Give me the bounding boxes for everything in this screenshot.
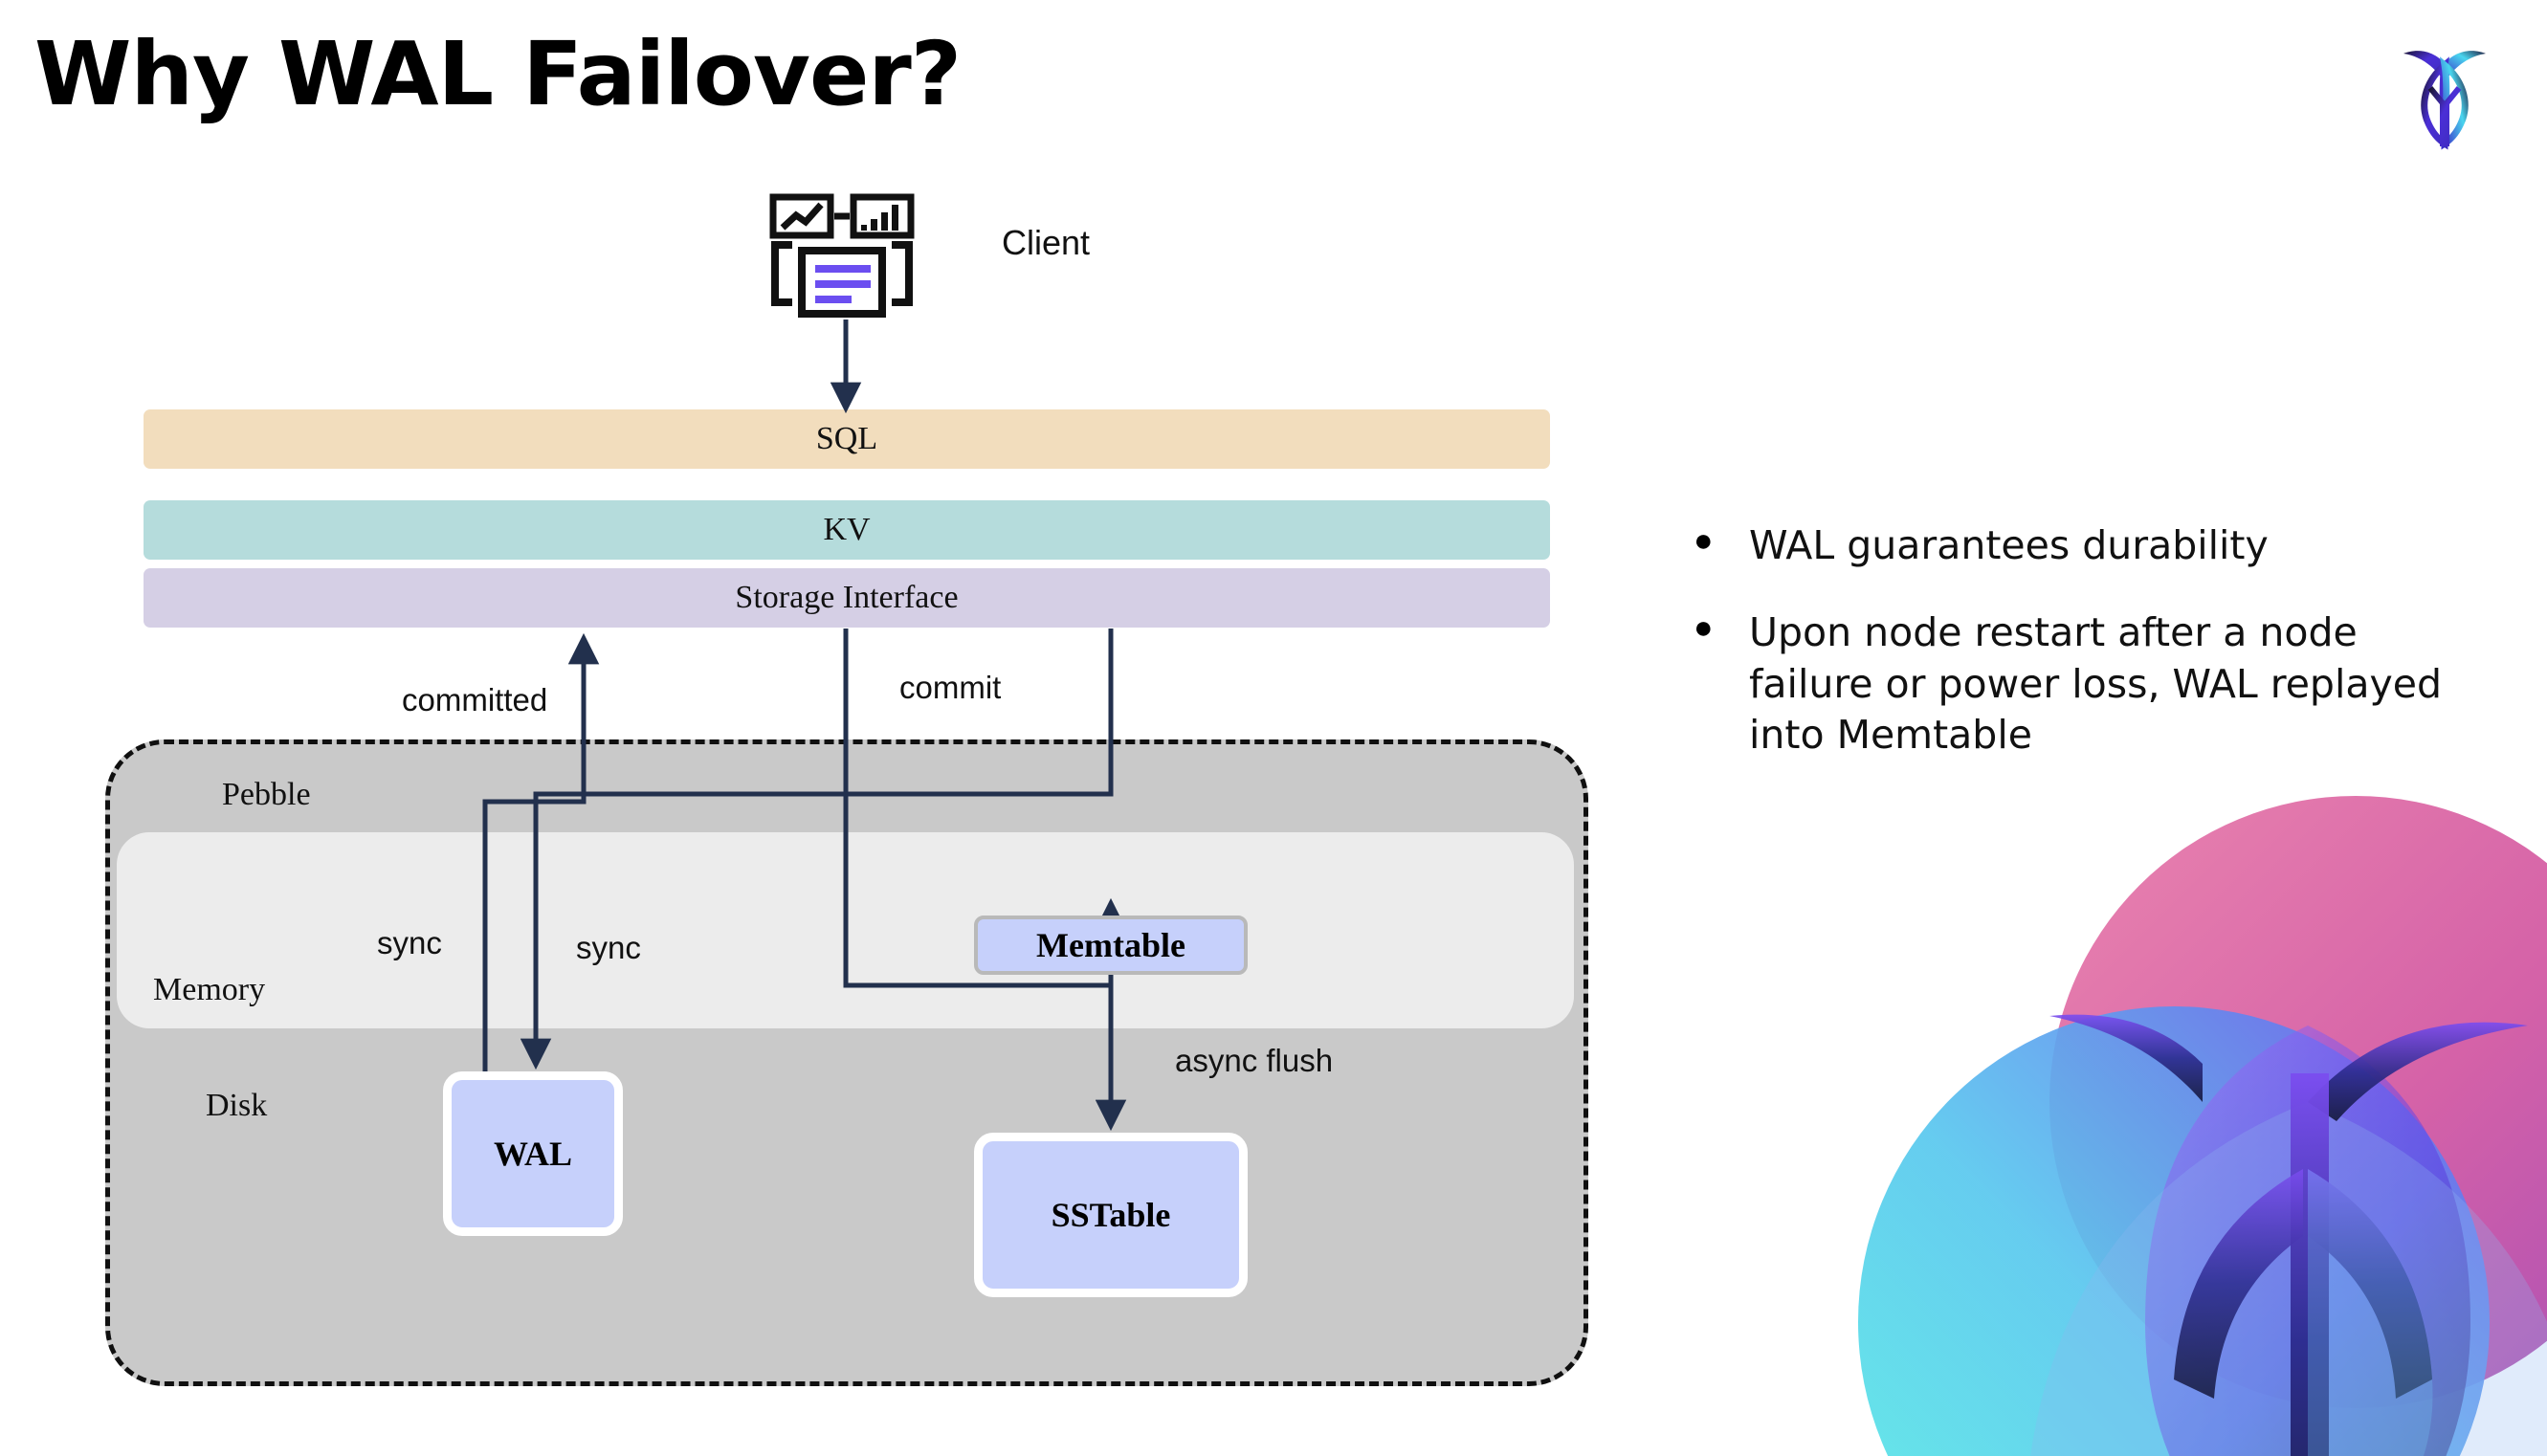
node-wal-label: WAL [493, 1135, 573, 1173]
bullet-marker-icon: ● [1694, 522, 1714, 559]
node-sstable[interactable]: SSTable [974, 1133, 1248, 1297]
edge-label-async-flush: async flush [1175, 1043, 1334, 1078]
pebble-label: Pebble [222, 777, 311, 812]
layer-label-storage: Storage Interface [735, 580, 959, 615]
layer-label-sql: SQL [815, 421, 878, 456]
layer-bar-storage[interactable]: Storage Interface [144, 568, 1550, 628]
client-label: Client [1002, 223, 1091, 262]
edge-label-committed: committed [402, 682, 548, 717]
bullet-marker-icon: ● [1694, 609, 1714, 647]
bullet-text: Upon node restart after a node failure o… [1749, 609, 2442, 758]
edge-label-commit: commit [899, 670, 1002, 705]
layer-bar-kv[interactable]: KV [144, 500, 1550, 560]
memory-container [117, 832, 1574, 1028]
edge-label-sync-wal: sync [576, 930, 641, 965]
cockroachdb-logo-icon [2403, 51, 2486, 150]
edge-label-sync-return: sync [377, 925, 442, 960]
page-title: Why WAL Failover? [34, 23, 962, 125]
bullet-text: WAL guarantees durability [1749, 522, 2269, 568]
memory-label: Memory [153, 972, 266, 1007]
layer-bar-sql[interactable]: SQL [144, 409, 1550, 469]
bullet-list: ● WAL guarantees durability ● Upon node … [1686, 520, 2490, 797]
node-memtable-label: Memtable [1036, 926, 1185, 964]
disk-label: Disk [206, 1088, 268, 1123]
client-dashboard-icon [769, 193, 915, 318]
layer-label-kv: KV [823, 512, 871, 547]
list-item: ● Upon node restart after a node failure… [1686, 607, 2490, 761]
architecture-diagram: Pebble Memory Disk SQL KV Storage Interf… [105, 193, 1588, 1386]
cockroachdb-watermark-icon [1858, 796, 2547, 1456]
node-memtable[interactable]: Memtable [974, 916, 1248, 975]
node-wal[interactable]: WAL [443, 1071, 623, 1236]
node-sstable-label: SSTable [1051, 1196, 1171, 1234]
list-item: ● WAL guarantees durability [1686, 520, 2490, 571]
